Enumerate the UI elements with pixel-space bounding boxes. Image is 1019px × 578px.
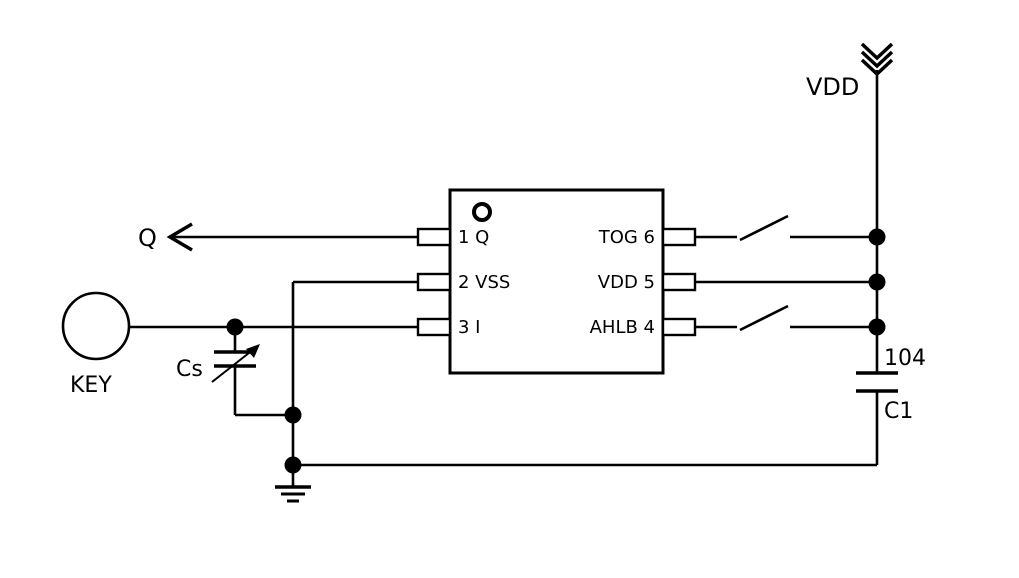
pin-label-4-ahlb: AHLB 4 (590, 317, 655, 338)
pin-box-6 (661, 227, 697, 247)
ahlb-switch-blade (739, 304, 789, 332)
vdd-chevron-icon (860, 50, 894, 69)
pin-label-3-i: 3 I (458, 317, 480, 338)
pin-label-5-vdd: VDD 5 (598, 272, 655, 293)
junction-dot (868, 318, 886, 336)
q-output-label: Q (138, 224, 157, 252)
c1-value-label: 104 (884, 346, 926, 371)
cs-capacitor: Cs (176, 327, 260, 415)
pin-box-4 (661, 317, 697, 337)
pin-box-2 (416, 272, 452, 292)
pin-label-6-tog: TOG 6 (598, 227, 655, 248)
junction-dot (868, 228, 886, 246)
pin-box-5 (661, 272, 697, 292)
vdd-power-symbol: VDD (806, 42, 894, 101)
pin-label-1-q: 1 Q (458, 227, 489, 248)
key-label: KEY (70, 373, 112, 398)
c1-name-label: C1 (884, 399, 913, 424)
junction-dot (868, 273, 886, 291)
cs-variable-arrowhead-icon (246, 344, 260, 358)
ic-body (448, 188, 665, 375)
c1-capacitor: 104 C1 (856, 346, 926, 424)
cs-variable-arrow-icon (211, 348, 255, 383)
junction-dot (226, 318, 244, 336)
pin1-indicator-icon (472, 202, 492, 222)
vdd-chevron-icon (860, 42, 894, 61)
pin-box-1 (416, 227, 452, 247)
arrow-left-icon (166, 222, 193, 252)
ahlb-switch (695, 304, 877, 332)
pin-box-3 (416, 317, 452, 337)
junction-dot (284, 456, 302, 474)
tog-switch (695, 214, 877, 242)
key-electrode: KEY (61, 291, 131, 398)
junction-dot (284, 406, 302, 424)
tog-switch-blade (739, 214, 789, 242)
q-output: Q (138, 222, 418, 252)
vdd-label: VDD (806, 73, 859, 101)
cs-label: Cs (176, 357, 203, 382)
pin-label-2-vss: 2 VSS (458, 272, 510, 293)
key-pad-icon (61, 291, 131, 361)
